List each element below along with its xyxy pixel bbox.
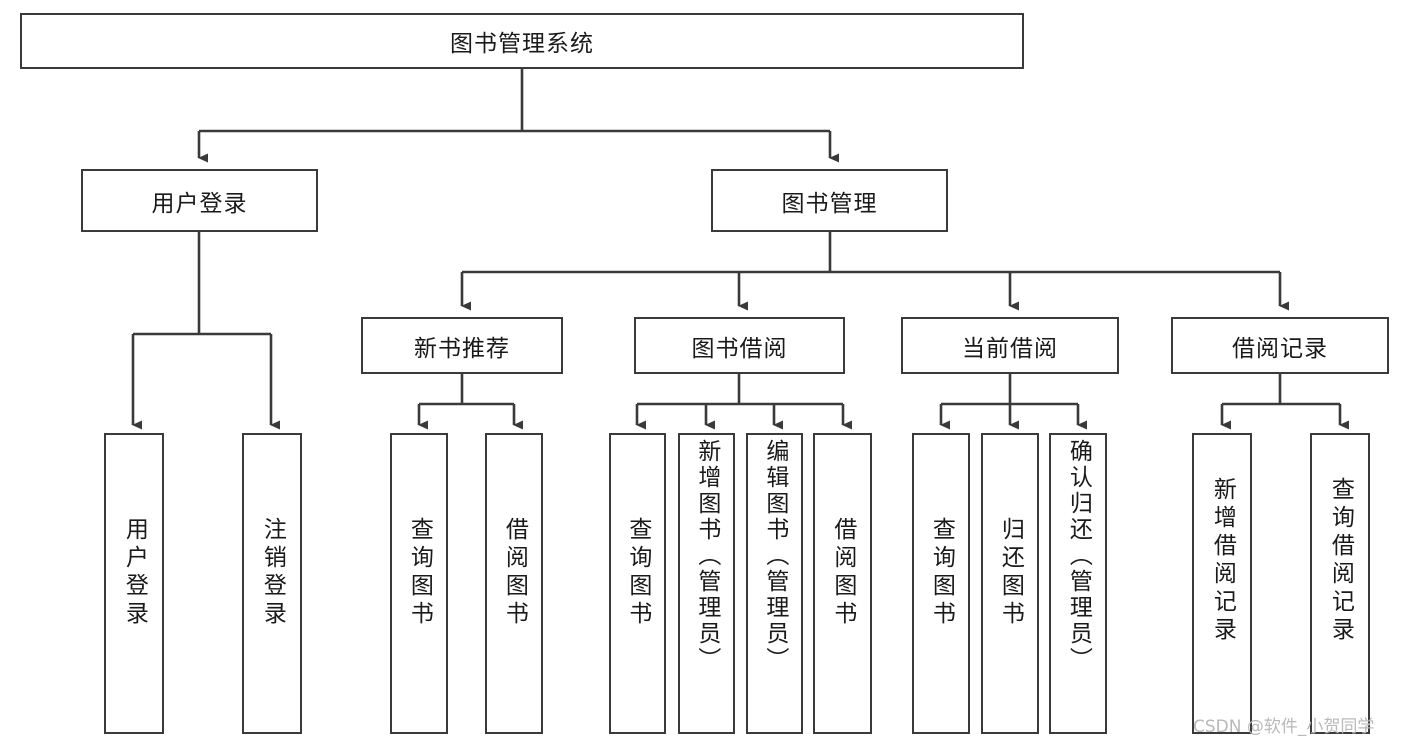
leaf-borrow-book-recommend[interactable]: 借阅图书 xyxy=(485,433,543,734)
node-new-book-recommend[interactable]: 新书推荐 xyxy=(361,317,563,374)
node-user-login[interactable]: 用户登录 xyxy=(81,169,318,232)
node-label: 图书管理系统 xyxy=(450,31,594,57)
node-label: 借阅图书 xyxy=(501,517,528,629)
node-label: 借阅图书 xyxy=(829,517,856,629)
node-borrow-record[interactable]: 借阅记录 xyxy=(1171,317,1389,374)
leaf-add-book-admin[interactable]: 新增图书（管理员） xyxy=(678,433,735,734)
node-label: 借阅记录 xyxy=(1232,335,1328,362)
node-current-borrow[interactable]: 当前借阅 xyxy=(901,317,1119,374)
leaf-logout-login[interactable]: 注销登录 xyxy=(242,433,302,734)
leaf-query-book-recommend[interactable]: 查询图书 xyxy=(390,433,448,734)
node-label: 图书借阅 xyxy=(691,335,788,362)
node-label: 新增图书（管理员） xyxy=(693,439,720,673)
leaf-borrow-book[interactable]: 借阅图书 xyxy=(813,433,872,734)
node-label: 查询借阅记录 xyxy=(1327,477,1354,645)
leaf-query-book-borrow[interactable]: 查询图书 xyxy=(609,433,666,734)
watermark: CSDN @软件_小贺同学 xyxy=(1193,717,1375,737)
leaf-return-book[interactable]: 归还图书 xyxy=(981,433,1039,734)
node-label: 编辑图书（管理员） xyxy=(761,439,788,673)
node-book-management[interactable]: 图书管理 xyxy=(711,169,948,232)
leaf-query-borrow-record[interactable]: 查询借阅记录 xyxy=(1310,433,1370,734)
node-label: 确认归还（管理员） xyxy=(1065,439,1092,673)
node-book-borrow[interactable]: 图书借阅 xyxy=(634,317,845,374)
node-label: 用户登录 xyxy=(151,190,248,217)
leaf-query-book-current[interactable]: 查询图书 xyxy=(912,433,970,734)
node-label: 查询图书 xyxy=(624,517,651,629)
node-label: 用户登录 xyxy=(121,517,148,629)
node-label: 图书管理 xyxy=(781,190,878,217)
node-label: 归还图书 xyxy=(997,517,1024,629)
leaf-confirm-return-admin[interactable]: 确认归还（管理员） xyxy=(1049,433,1107,734)
node-label: 新书推荐 xyxy=(414,335,510,362)
node-label: 注销登录 xyxy=(259,517,286,629)
leaf-edit-book-admin[interactable]: 编辑图书（管理员） xyxy=(746,433,803,734)
node-root-book-management-system[interactable]: 图书管理系统 xyxy=(20,13,1024,69)
node-label: 当前借阅 xyxy=(962,335,1058,362)
leaf-user-login[interactable]: 用户登录 xyxy=(104,433,164,734)
node-label: 查询图书 xyxy=(406,517,433,629)
leaf-add-borrow-record[interactable]: 新增借阅记录 xyxy=(1192,433,1252,734)
node-label: 查询图书 xyxy=(928,517,955,629)
node-label: 新增借阅记录 xyxy=(1209,477,1236,645)
